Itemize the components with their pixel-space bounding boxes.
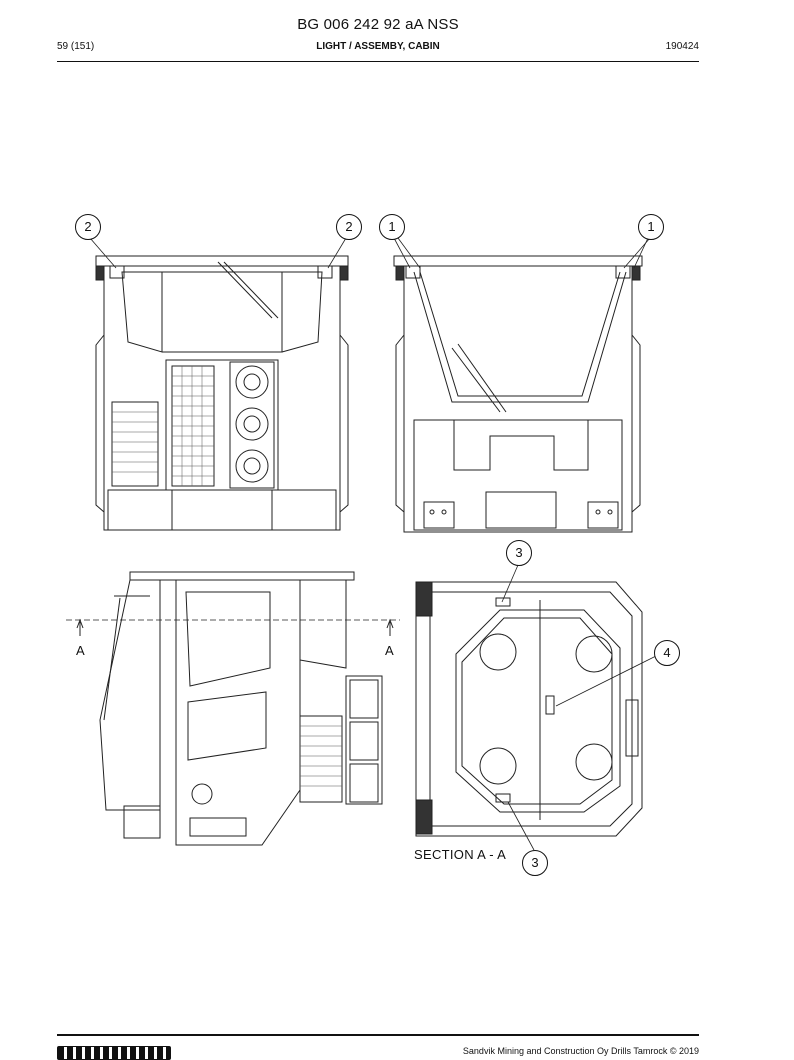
- sandvik-logo: [57, 1046, 171, 1060]
- date-code: 190424: [665, 41, 699, 52]
- callout-section-right: 4: [654, 640, 680, 666]
- callout-front-left: 2: [75, 214, 101, 240]
- document-title: BG 006 242 92 aA NSS: [297, 16, 459, 33]
- section-a-a-view: [415, 581, 643, 837]
- callout-rear-left: 1: [379, 214, 405, 240]
- page-reference: 59 (151): [57, 41, 95, 52]
- footer-copyright: Sandvik Mining and Construction Oy Drill…: [462, 1046, 699, 1056]
- section-label: SECTION A - A: [414, 847, 507, 862]
- header-rule: [57, 61, 699, 62]
- section-marker-right: A: [385, 643, 394, 658]
- callout-section-top: 3: [506, 540, 532, 566]
- page-title: LIGHT / ASSEMBY, CABIN: [316, 41, 440, 52]
- callout-front-right: 2: [336, 214, 362, 240]
- cabin-rear-view: [393, 255, 643, 533]
- leader-lines: [89, 237, 657, 851]
- callout-rear-right: 1: [638, 214, 664, 240]
- cabin-front-view: [95, 255, 349, 531]
- section-marker-left: A: [76, 643, 85, 658]
- footer-rule: [57, 1034, 699, 1036]
- cabin-side-view: [66, 571, 400, 846]
- callout-section-bottom: 3: [522, 850, 548, 876]
